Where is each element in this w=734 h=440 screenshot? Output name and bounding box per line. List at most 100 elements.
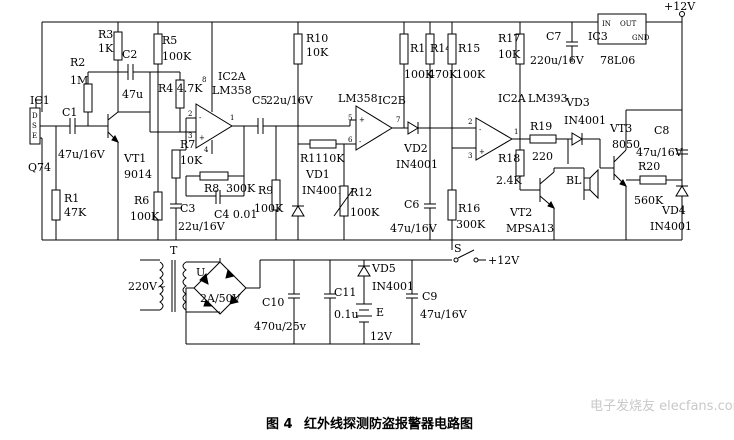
vd1-body <box>291 205 305 217</box>
supply-voltage-label: +12V <box>664 0 696 13</box>
ic1-pin-e: E <box>32 132 37 140</box>
vd5-value: IN4001 <box>372 280 414 293</box>
ic2a-pin8: 8 <box>202 76 206 84</box>
vd3-body <box>571 132 583 146</box>
ic2b-opamp <box>355 105 393 151</box>
vd5-body <box>357 265 371 277</box>
c5-label: C5 <box>252 94 267 107</box>
switch-contact <box>453 257 459 263</box>
r10-value: 10K <box>306 46 329 59</box>
c8-label: C8 <box>654 124 669 137</box>
lm393-ic-label: IC2A <box>498 92 527 105</box>
ic2a-pin3: 3 <box>188 132 192 140</box>
vd3-label: VD3 <box>565 96 590 109</box>
r9-label: R9 <box>258 184 273 197</box>
ic2b-pin5: 5 <box>348 114 352 122</box>
r3-label: R3 <box>98 28 113 41</box>
vt1-label: VT1 <box>123 152 146 165</box>
figure-number: 图 4 <box>266 417 293 432</box>
ic3-regulator <box>597 13 647 45</box>
bridge-label: U <box>196 266 205 279</box>
r9-value: 100K <box>254 202 284 215</box>
vt3-value: 8050 <box>612 138 640 151</box>
vd3-value: IN4001 <box>564 114 606 127</box>
r7-value: 10K <box>180 154 203 167</box>
r14-value: 470K <box>428 68 458 81</box>
r10-label: R10 <box>306 32 328 45</box>
switch-lever[interactable] <box>457 249 475 259</box>
battery-label: E <box>376 306 384 319</box>
c4-label: C4 0.01 <box>214 208 257 221</box>
ic3-label: IC3 <box>588 30 608 43</box>
r11-label: R1110K <box>300 152 345 165</box>
vt3-label: VT3 <box>609 122 632 135</box>
mains-label: 220V~ <box>128 280 166 293</box>
r1-value: 47K <box>64 206 87 219</box>
r2-label: R2 <box>70 56 85 69</box>
ic2b-pin7: 7 <box>396 116 400 124</box>
lm393-minus: - <box>479 126 482 134</box>
ic2a-pin2: 2 <box>188 110 192 118</box>
c6-value: 47u/16V <box>390 222 438 235</box>
ic2b-plus: + <box>359 116 365 124</box>
r15-body <box>447 33 457 65</box>
c2-value: 47u <box>122 88 143 101</box>
r1-label: R1 <box>64 192 79 205</box>
vt1-value: 9014 <box>124 168 152 181</box>
lm393-pin1: 1 <box>514 128 518 136</box>
lm393-comparator <box>475 117 513 161</box>
r14-label: R14 <box>430 42 452 55</box>
c5-value: 22u/16V <box>266 94 314 107</box>
vd2-value: IN4001 <box>396 158 438 171</box>
r5-body <box>153 33 163 65</box>
c7-label: C7 <box>546 30 561 43</box>
vd2-label: VD2 <box>403 142 428 155</box>
ic2a-plus: + <box>199 134 205 142</box>
r12-label: R12 <box>350 186 372 199</box>
vd5-label: VD5 <box>371 262 396 275</box>
ic2a-pin4: 4 <box>204 146 209 154</box>
switch-label: S <box>454 242 462 255</box>
vd1-label: VD1 <box>305 168 330 181</box>
ic2a-pin1: 1 <box>230 114 234 122</box>
bl-label: BL <box>566 174 582 187</box>
vd4-label: VD4 <box>661 204 686 217</box>
r1-body <box>51 189 61 221</box>
vt3-emitter-arrow <box>619 179 627 187</box>
r13-body <box>399 33 409 65</box>
ic2a-minus: - <box>199 114 202 122</box>
r12-body <box>339 185 349 217</box>
r20-value: 560K <box>634 194 664 207</box>
c1-label: C1 <box>62 106 77 119</box>
transformer-label: T <box>170 244 178 257</box>
r20-body <box>639 175 667 185</box>
bridge-diode <box>203 299 214 307</box>
c1-value: 47u/16V <box>58 148 106 161</box>
r10-body <box>293 33 303 65</box>
c10-label: C10 <box>262 296 284 309</box>
r8-label: R8 <box>204 182 219 195</box>
ic1-pin-d: D <box>32 112 38 120</box>
r3-value: 1K <box>98 42 114 55</box>
r19-label: R19 <box>530 120 552 133</box>
c10-value: 470u/25v <box>254 320 307 333</box>
ic2a-model: LM358 <box>212 84 252 97</box>
c6-label: C6 <box>404 198 419 211</box>
r6-value: 100K <box>130 210 160 223</box>
ic3-pin-gnd: GND <box>632 34 650 42</box>
c9-label: C9 <box>422 290 437 303</box>
c11-value: 0.1u <box>334 308 359 321</box>
c9-value: 47u/16V <box>420 308 468 321</box>
r2-body <box>83 83 93 113</box>
r18-value: 2.4K <box>496 174 522 187</box>
c2-label: C2 <box>122 48 137 61</box>
r5-label: R5 <box>162 34 177 47</box>
r8-value: 300K <box>226 182 256 195</box>
ic3-pin-in: IN <box>602 20 611 28</box>
bridge-diode <box>199 272 209 285</box>
ic3-value: 78L06 <box>600 54 635 67</box>
c3-label: C3 <box>180 202 195 215</box>
r18-label: R18 <box>498 152 520 165</box>
r7-body <box>171 149 181 179</box>
